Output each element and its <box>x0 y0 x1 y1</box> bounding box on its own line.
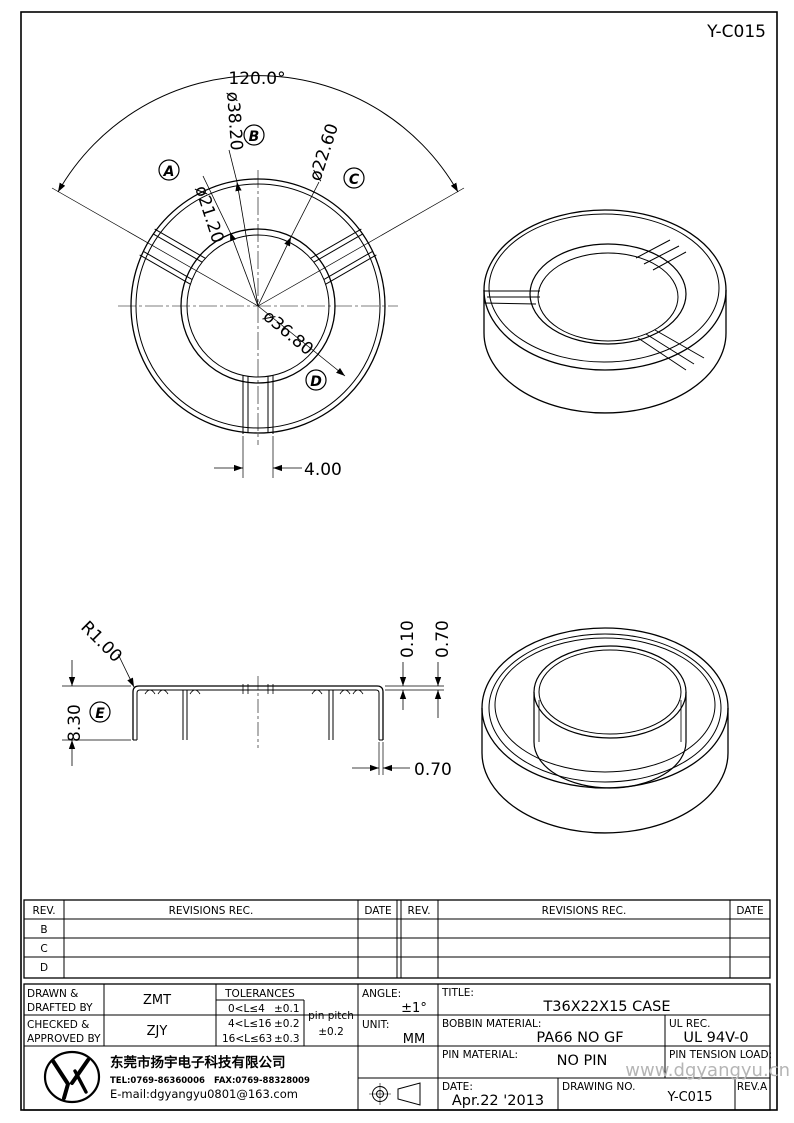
title-label: TITLE: <box>441 987 474 999</box>
svg-text:A: A <box>163 164 175 180</box>
date-label: DATE: <box>442 1081 473 1093</box>
title-value: T36X22X15 CASE <box>542 999 670 1015</box>
rev-row-d: D <box>40 962 48 974</box>
thickness-dimension-b: 0.70 <box>433 620 453 658</box>
watermark: www.dgyangyu.cn <box>625 1060 790 1081</box>
revisions-table <box>23 899 771 979</box>
tol-3-range: 16<L≤63 <box>222 1033 272 1045</box>
dim-c-label: ø22.60 <box>306 121 343 183</box>
date-value: Apr.22 '2013 <box>452 1093 544 1109</box>
checked-by-value: ZJY <box>147 1024 168 1039</box>
iso-view-bottom <box>481 627 729 834</box>
dim-b-label: ø38.20 <box>222 91 246 151</box>
tol-1-value: ±0.1 <box>274 1003 300 1015</box>
checked-label-line1: CHECKED & <box>27 1019 89 1031</box>
svg-text:B: B <box>249 129 260 145</box>
svg-text:C: C <box>349 172 360 188</box>
svg-text:D: D <box>310 374 322 390</box>
drawing-no-label: DRAWING NO. <box>562 1081 635 1093</box>
date-col-left: DATE <box>364 905 391 917</box>
callout-e: E <box>89 701 111 723</box>
width-dimension: 4.00 <box>304 460 342 480</box>
tol-3-value: ±0.3 <box>274 1033 300 1045</box>
iso-view-top <box>483 209 727 414</box>
rev-col-right: REV. <box>407 905 430 917</box>
unit-value: MM <box>403 1032 425 1047</box>
company-fax: FAX:0769-88328009 <box>214 1076 310 1086</box>
thickness-dimension-a: 0.10 <box>398 620 418 658</box>
company-logo <box>43 1050 101 1104</box>
height-dimension: 8.30 <box>65 704 85 742</box>
unit-label: UNIT: <box>362 1019 389 1031</box>
pin-pitch-label: pin pitch <box>308 1010 354 1022</box>
rev-col-left: REV. <box>32 905 55 917</box>
callout-b: B <box>243 124 265 146</box>
tol-1-range: 0<L≤4 <box>228 1003 265 1015</box>
pin-pitch-value: ±0.2 <box>318 1026 344 1038</box>
pin-material-value: NO PIN <box>557 1053 608 1069</box>
pin-tension-label: PIN TENSION LOAD: <box>669 1049 772 1061</box>
revision-label: REV.A <box>737 1081 768 1093</box>
tol-2-range: 4<L≤16 <box>228 1018 272 1030</box>
date-col-right: DATE <box>736 905 763 917</box>
dim-d-label: ø36.80 <box>259 307 317 360</box>
svg-text:E: E <box>95 706 105 722</box>
angle-value: ±1° <box>401 1001 427 1016</box>
wall-dimension: 0.70 <box>414 760 452 780</box>
rec-col-right: REVISIONS REC. <box>542 905 627 917</box>
ul-rec-value: UL 94V-0 <box>683 1030 748 1046</box>
callout-d: D <box>305 369 327 391</box>
angle-dimension: 120.0° <box>228 69 285 89</box>
drawn-label-line2: DRAFTED BY <box>27 1002 93 1014</box>
callout-c: C <box>343 167 365 189</box>
tol-2-value: ±0.2 <box>274 1018 300 1030</box>
checked-label-line2: APPROVED BY <box>27 1033 101 1045</box>
radius-dimension: R1.00 <box>76 617 125 666</box>
company-email: E-mail:dgyangyu0801@163.com <box>110 1087 298 1101</box>
ul-rec-label: UL REC. <box>669 1018 710 1030</box>
drawing-no-value: Y-C015 <box>667 1090 713 1105</box>
bobbin-material-label: BOBBIN MATERIAL: <box>442 1018 541 1030</box>
rev-row-b: B <box>40 924 47 936</box>
drawn-label-line1: DRAWN & <box>27 988 78 1000</box>
callout-a: A <box>158 159 180 181</box>
top-view <box>51 75 465 478</box>
rec-col-left: REVISIONS REC. <box>169 905 254 917</box>
pin-material-label: PIN MATERIAL: <box>442 1049 518 1061</box>
title-block <box>23 983 771 1111</box>
company-tel: TEL:0769-86360006 <box>110 1076 205 1086</box>
company-name: 东莞市扬宇电子科技有限公司 <box>110 1054 286 1071</box>
tolerances-label: TOLERANCES <box>224 988 295 1000</box>
bobbin-material-value: PA66 NO GF <box>536 1030 623 1046</box>
drawn-by-value: ZMT <box>143 993 171 1008</box>
rev-row-c: C <box>40 943 47 955</box>
sheet-border <box>20 11 778 1111</box>
drawing-id-corner: Y-C015 <box>706 22 766 42</box>
angle-label: ANGLE: <box>362 988 401 1000</box>
section-view <box>62 653 444 775</box>
